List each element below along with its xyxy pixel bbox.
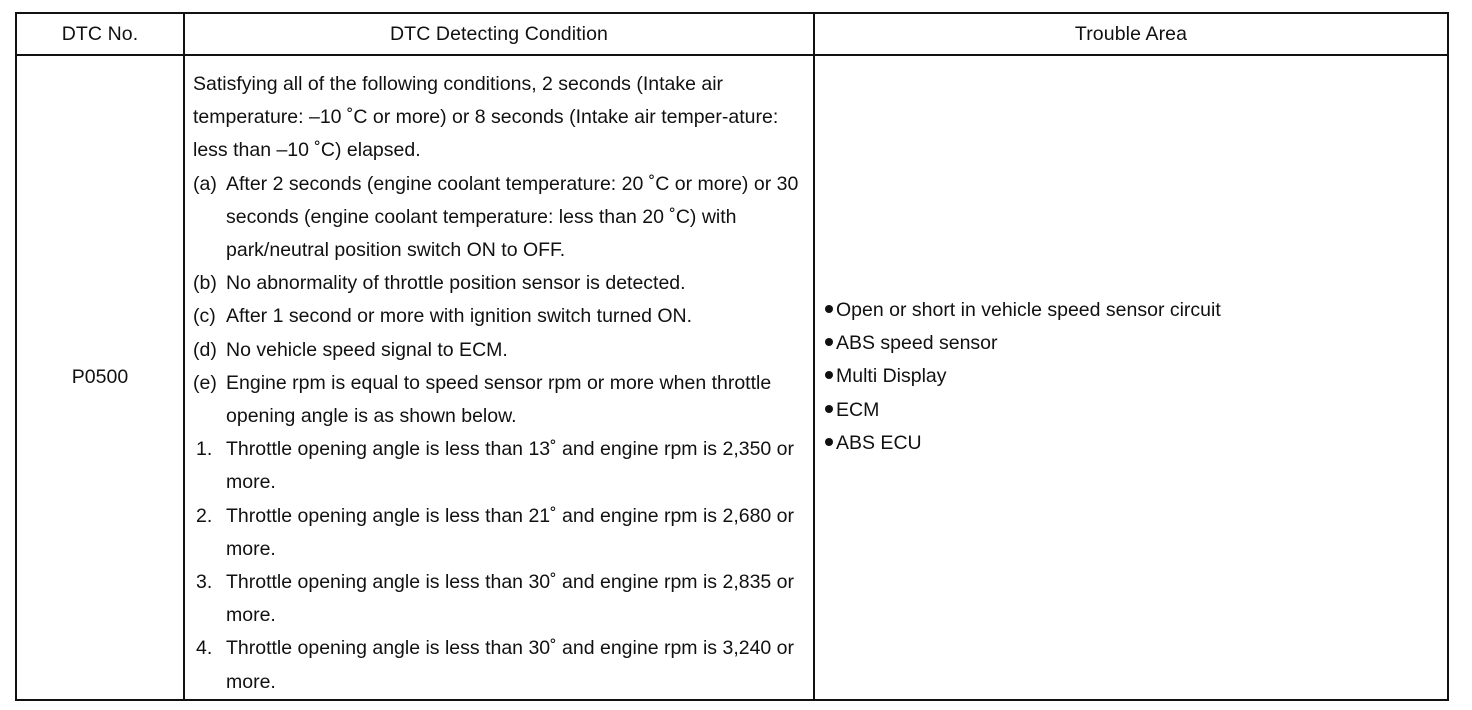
trouble-area-text: ABS speed sensor: [836, 332, 998, 355]
list-item: Open or short in vehicle speed sensor ci…: [825, 294, 1437, 327]
condition-item-text: No vehicle speed signal to ECM.: [226, 338, 508, 361]
list-item: Multi Display: [825, 360, 1437, 393]
trouble-area-text: ECM: [836, 398, 880, 421]
condition-item: (d) No vehicle speed signal to ECM.: [193, 334, 805, 367]
condition-item: (c) After 1 second or more with ignition…: [193, 300, 805, 333]
bullet-icon: [825, 437, 833, 446]
numbered-item-text: Throttle opening angle is less than 30˚ …: [226, 571, 795, 627]
bullet-icon: [825, 404, 833, 413]
trouble-area-text: Multi Display: [836, 365, 947, 388]
numbered-item-mark: 3.: [196, 571, 213, 594]
condition-item-text: After 2 seconds (engine coolant temperat…: [226, 172, 799, 262]
table-row: P0500 Satisfying all of the following co…: [15, 54, 1449, 701]
numbered-item: 3. Throttle opening angle is less than 3…: [193, 566, 805, 632]
dtc-table: DTC No. DTC Detecting Condition Trouble …: [15, 12, 1449, 701]
numbered-item-text: Throttle opening angle is less than 21˚ …: [226, 504, 795, 560]
bullet-icon: [825, 338, 833, 347]
header-trouble-area: Trouble Area: [813, 12, 1449, 56]
condition-item-mark: (a): [193, 172, 217, 195]
bullet-icon: [825, 371, 833, 380]
condition-item-text: Engine rpm is equal to speed sensor rpm …: [226, 371, 772, 428]
condition-item: (b) No abnormality of throttle position …: [193, 267, 805, 300]
numbered-item-text: Throttle opening angle is less than 30˚ …: [226, 637, 795, 693]
list-item: ECM: [825, 394, 1437, 427]
list-item: ABS speed sensor: [825, 327, 1437, 360]
numbered-item: 4. Throttle opening angle is less than 3…: [193, 632, 805, 698]
numbered-item: 1. Throttle opening angle is less than 1…: [193, 433, 805, 499]
condition-item: (e) Engine rpm is equal to speed sensor …: [193, 367, 805, 433]
condition-item: (a) After 2 seconds (engine coolant temp…: [193, 168, 805, 268]
trouble-area-text: Open or short in vehicle speed sensor ci…: [836, 299, 1221, 321]
numbered-item: 2. Throttle opening angle is less than 2…: [193, 500, 805, 566]
numbered-item-mark: 4.: [196, 637, 213, 660]
trouble-area-cell: Open or short in vehicle speed sensor ci…: [813, 54, 1449, 701]
header-dtc-no: DTC No.: [15, 12, 185, 56]
bullet-icon: [825, 305, 833, 313]
condition-intro: Satisfying all of the following conditio…: [193, 73, 779, 162]
condition-item-mark: (c): [193, 305, 216, 328]
trouble-area-text: ABS ECU: [836, 431, 922, 454]
condition-item-text: After 1 second or more with ignition swi…: [226, 305, 693, 328]
numbered-item-mark: 1.: [196, 438, 213, 461]
condition-item-mark: (e): [193, 371, 217, 394]
numbered-item-text: Throttle opening angle is less than 13˚ …: [226, 438, 795, 494]
numbered-item-mark: 2.: [196, 504, 213, 527]
list-item: ABS ECU: [825, 427, 1437, 460]
condition-item-text: No abnormality of throttle position sens…: [226, 272, 686, 295]
dtc-code: P0500: [15, 54, 185, 701]
header-detecting-condition: DTC Detecting Condition: [183, 12, 815, 56]
condition-cell: Satisfying all of the following conditio…: [183, 54, 815, 701]
trouble-area-list: Open or short in vehicle speed sensor ci…: [825, 294, 1437, 460]
table-header-row: DTC No. DTC Detecting Condition Trouble …: [15, 12, 1449, 56]
condition-item-mark: (b): [193, 272, 217, 295]
condition-item-mark: (d): [193, 338, 217, 361]
